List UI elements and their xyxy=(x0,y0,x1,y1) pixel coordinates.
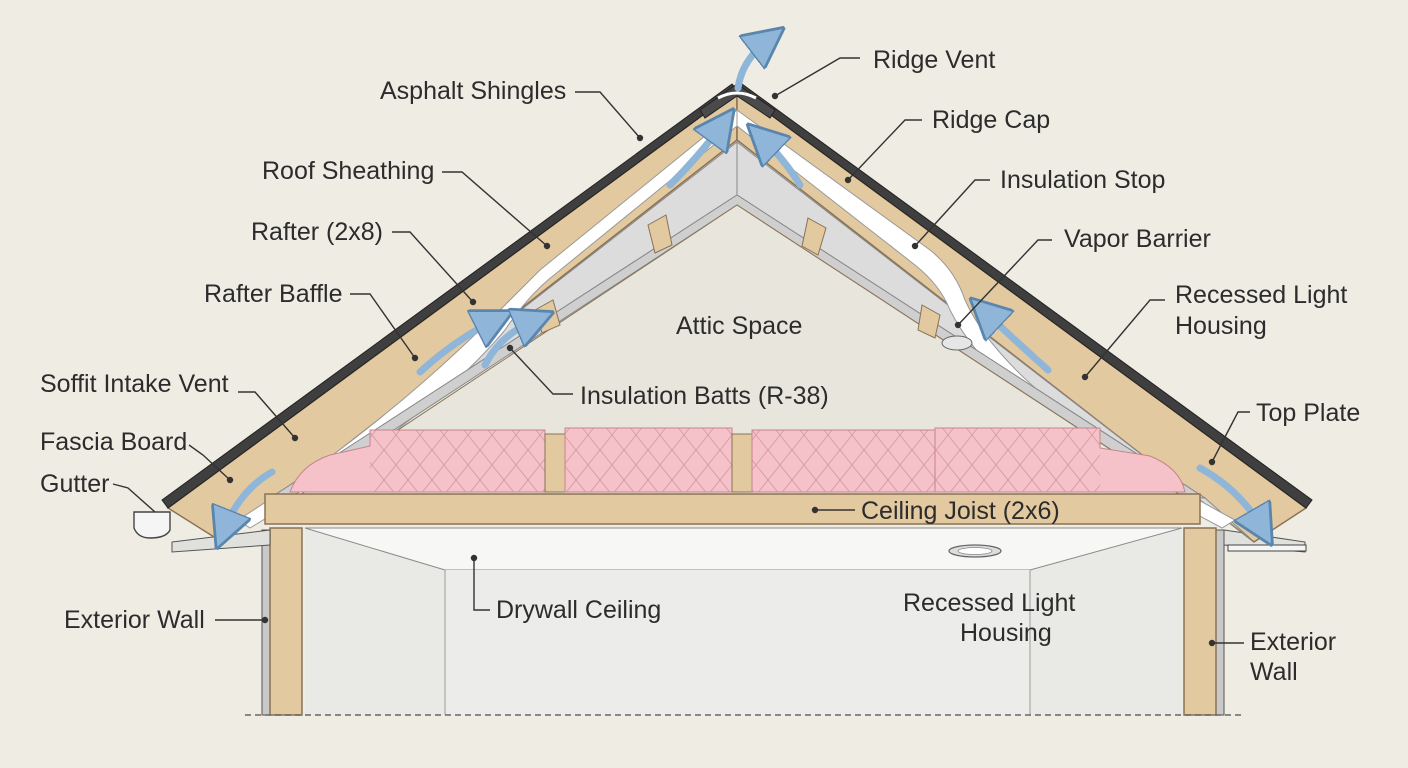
label-insulation-batts: Insulation Batts (R-38) xyxy=(580,382,829,410)
label-drywall-ceiling: Drywall Ceiling xyxy=(496,596,661,624)
exterior-wall-right-structure xyxy=(1183,527,1225,716)
label-soffit-intake-vent: Soffit Intake Vent xyxy=(40,370,229,398)
labels: Asphalt Shingles Ridge Vent Ridge Cap Ro… xyxy=(40,46,1360,686)
label-ridge-cap: Ridge Cap xyxy=(932,106,1050,134)
gutter-left xyxy=(133,511,171,539)
label-recessed-light-bottom-line1: Recessed Light xyxy=(903,589,1075,617)
label-recessed-light-top-line1: Recessed Light xyxy=(1175,281,1347,309)
label-gutter: Gutter xyxy=(40,470,109,498)
label-exterior-wall-right-line1: Exterior xyxy=(1250,628,1336,656)
label-rafter: Rafter (2x8) xyxy=(251,218,383,246)
insulation-batts xyxy=(289,427,1186,493)
label-rafter-baffle: Rafter Baffle xyxy=(204,280,343,308)
label-roof-sheathing: Roof Sheathing xyxy=(262,157,434,185)
room-interior xyxy=(304,527,1183,715)
label-exterior-wall-right-line2: Wall xyxy=(1250,658,1298,686)
label-recessed-light-bottom-line2: Housing xyxy=(960,619,1052,647)
label-exterior-wall-left: Exterior Wall xyxy=(64,606,205,634)
label-attic-space: Attic Space xyxy=(676,312,802,340)
airflow-arrows xyxy=(224,40,1262,530)
label-top-plate: Top Plate xyxy=(1256,399,1360,427)
recessed-light-housing-attic xyxy=(941,335,973,351)
exterior-wall-left-structure xyxy=(261,527,303,716)
label-fascia-board: Fascia Board xyxy=(40,428,187,456)
leader-lines xyxy=(112,57,1250,647)
label-asphalt-shingles: Asphalt Shingles xyxy=(380,77,566,105)
label-recessed-light-top-line2: Housing xyxy=(1175,312,1267,340)
label-insulation-stop: Insulation Stop xyxy=(1000,166,1165,194)
label-ridge-vent: Ridge Vent xyxy=(873,46,995,74)
ceiling-joist xyxy=(264,493,1201,525)
label-vapor-barrier: Vapor Barrier xyxy=(1064,225,1211,253)
label-ceiling-joist: Ceiling Joist (2x6) xyxy=(861,497,1060,525)
gutter-right xyxy=(1227,544,1307,552)
rafter-baffle-strips xyxy=(237,108,1237,529)
